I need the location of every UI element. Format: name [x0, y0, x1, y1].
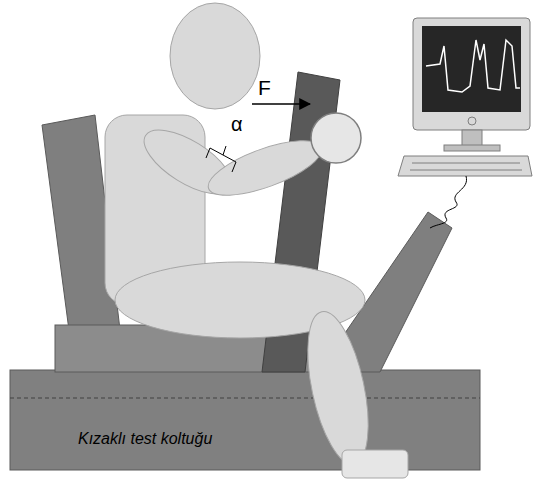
- sled-platform: [10, 370, 480, 470]
- caption-label: Kızaklı test koltuğu: [78, 430, 212, 448]
- rail-line: [10, 398, 480, 399]
- angle-tick: [223, 146, 226, 155]
- keyboard: [398, 156, 532, 176]
- signal-trace: [426, 40, 520, 92]
- foot: [342, 450, 408, 478]
- head: [170, 3, 260, 109]
- angle-label: α: [231, 113, 243, 135]
- keyboard-keys: [412, 163, 520, 164]
- monitor-base: [444, 145, 500, 151]
- lower-leg: [296, 306, 379, 469]
- monitor-stand: [462, 130, 482, 146]
- force-label: F: [258, 76, 271, 99]
- keyboard-keys: [410, 170, 522, 171]
- cable: [430, 176, 467, 228]
- force-arrow: [252, 103, 310, 105]
- angle-bracket: [206, 148, 236, 172]
- power-button: [468, 117, 476, 125]
- hand: [311, 113, 361, 163]
- monitor: [413, 18, 530, 130]
- forearm: [202, 130, 328, 207]
- monitor-screen: [422, 26, 521, 112]
